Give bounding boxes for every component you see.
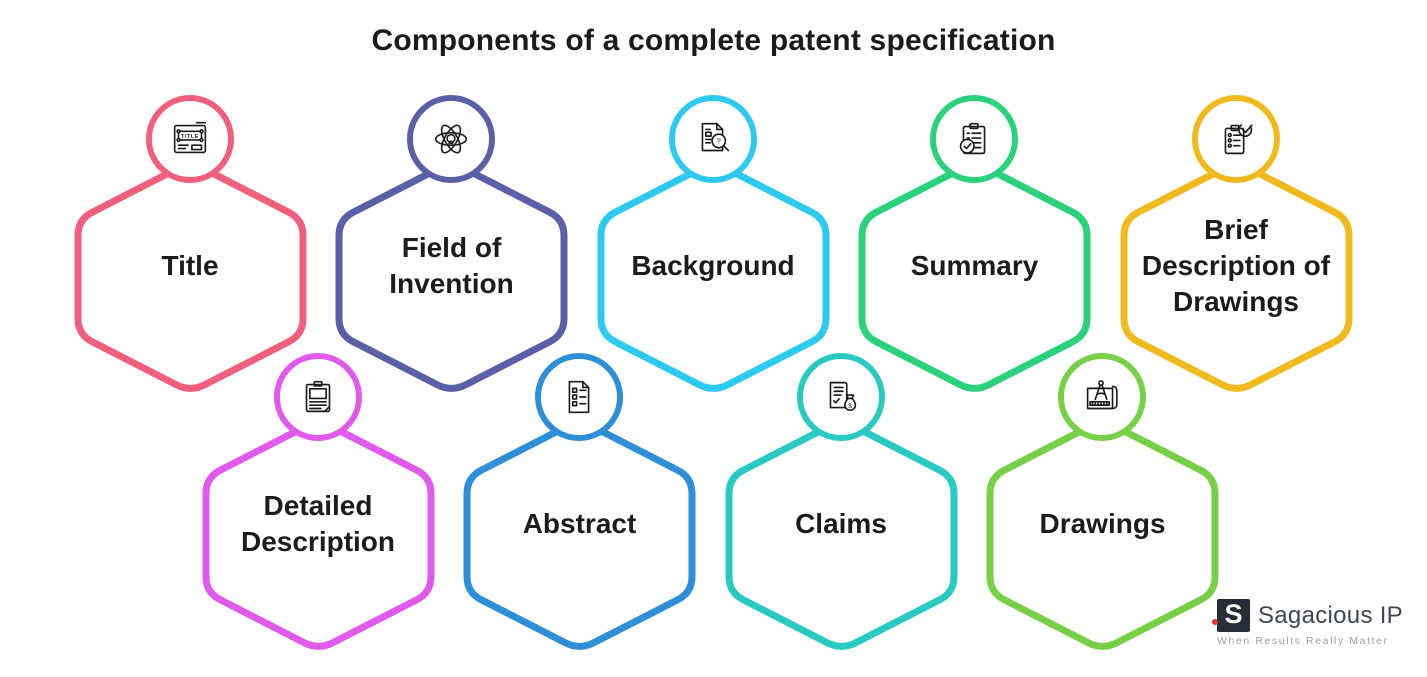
hexagon-icon-circle: TITLE (145, 95, 234, 183)
title-document-icon: TITLE (167, 116, 213, 162)
hexagon-outline (74, 162, 306, 392)
logo-tagline: When Results Really Matter (1216, 635, 1389, 647)
hexagon-label: Field of Invention (389, 232, 514, 299)
hexagon-item-drawings: Drawings (986, 353, 1219, 650)
hexagon-item-field-of-invention: Field of Invention (335, 95, 568, 392)
hexagon-label: Claims (795, 508, 887, 540)
hexagon-label: Summary (910, 250, 1039, 282)
hexagon-icon-circle (407, 95, 495, 183)
hexagon-item-claims: Claims $ (725, 353, 957, 650)
hexagon-icon-circle: $ (796, 353, 885, 441)
hexagon-label: Title (161, 250, 219, 282)
hexagon-label: Brief Description of Drawings (1141, 214, 1331, 317)
document-list-icon (556, 374, 602, 420)
hexagon-item-title: Title TITLE (74, 95, 306, 392)
hexagon-outline (597, 162, 829, 392)
svg-text:?: ? (716, 137, 720, 146)
hexagon-icon-circle (1191, 95, 1280, 183)
document-money-icon: $ (818, 374, 864, 420)
clipboard-document-icon (295, 374, 341, 420)
hexagon-label: Drawings (1039, 508, 1166, 540)
hexagon-outline (725, 420, 957, 650)
hexagon-outline (463, 420, 696, 650)
hexagon-icon-circle (1058, 353, 1146, 441)
checklist-check-icon (1213, 116, 1259, 162)
logo-red-dot (1211, 619, 1218, 625)
hexagon-item-background: Background ? (597, 95, 829, 392)
hexagon-label: Abstract (522, 508, 637, 540)
hexagon-label: Detailed Description (240, 490, 396, 557)
document-search-icon: ? (690, 116, 736, 162)
hexagon-outline (858, 162, 1091, 392)
hexagon-item-summary: Summary (858, 95, 1091, 392)
hexagon-icon-circle (273, 353, 362, 441)
sagacious-ip-logo: S Sagacious IP When Results Really Matte… (1211, 599, 1403, 647)
hexagon-icon-circle: ? (668, 95, 757, 183)
hexagon-item-detailed-description: Detailed Description (202, 353, 434, 650)
hexagon-label: Background (631, 250, 795, 282)
logo-name: Sagacious IP (1257, 601, 1403, 629)
hexagon-icon-circle (535, 353, 623, 441)
hexagon-outline (335, 162, 568, 392)
hexagon-outline (1120, 162, 1352, 392)
svg-text:$: $ (848, 403, 852, 410)
atom-idea-icon (428, 116, 474, 162)
blueprint-compass-icon (1079, 374, 1125, 420)
hexagon-icon-circle (930, 95, 1018, 183)
clipboard-check-icon (951, 116, 997, 162)
svg-text:TITLE: TITLE (181, 134, 199, 140)
hexagon-outline (202, 420, 434, 650)
sagacious-logo-mark-icon: S (1211, 599, 1250, 632)
hexagon-outline (986, 420, 1219, 650)
hexagon-item-brief-description-of-drawings: Brief Description of Drawings (1120, 95, 1352, 392)
page-title: Components of a complete patent specific… (371, 24, 1056, 57)
hexagon-item-abstract: Abstract (463, 353, 696, 650)
